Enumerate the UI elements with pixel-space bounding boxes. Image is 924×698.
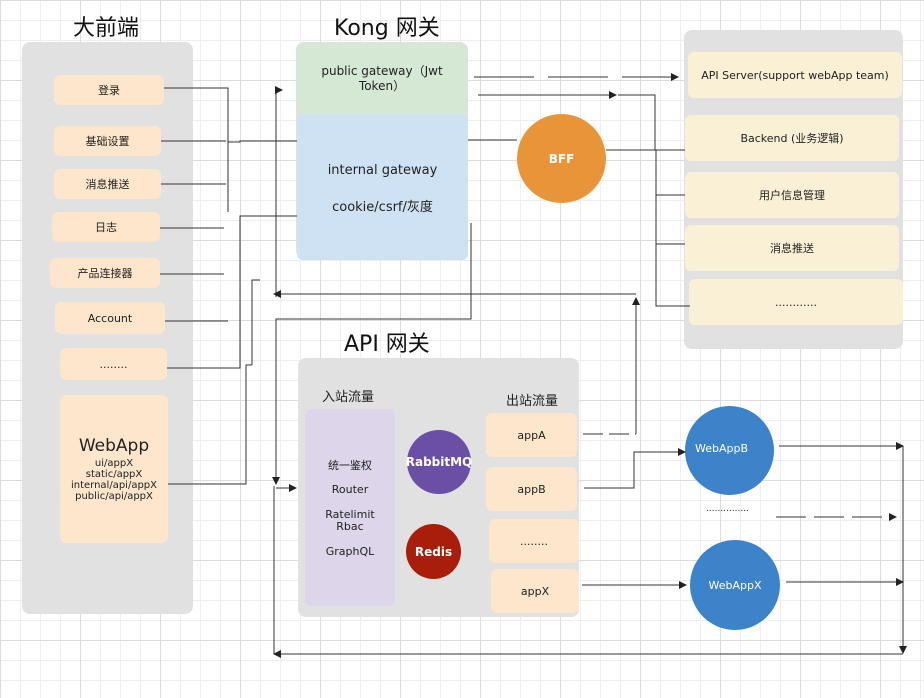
- webapps-dots: ...............: [706, 504, 749, 514]
- connector-line: [168, 364, 252, 485]
- outbound-item-appx[interactable]: appX: [491, 569, 579, 613]
- inbound-item-auth: 统一鉴权: [328, 459, 372, 472]
- outbound-item-appa[interactable]: appA: [486, 413, 577, 457]
- frontend-item-account[interactable]: Account: [55, 302, 165, 334]
- frontend-item-more[interactable]: ........: [60, 348, 167, 380]
- frontend-item-login[interactable]: 登录: [54, 75, 164, 105]
- internal-gateway-label: internal gateway: [327, 163, 438, 178]
- webapp-box[interactable]: WebApp ui/appX static/appX internal/api/…: [60, 395, 168, 543]
- public-gateway-label: public gateway（Jwt Token）: [321, 64, 443, 93]
- backend-item-more[interactable]: ............: [689, 279, 903, 325]
- redis-circle[interactable]: Redis: [406, 524, 461, 579]
- webapp-line: ui/appX: [94, 458, 134, 469]
- backend-item-api-server[interactable]: API Server(support webApp team): [688, 52, 902, 98]
- backend-item-user-info[interactable]: 用户信息管理: [685, 172, 899, 218]
- frontend-item-log[interactable]: 日志: [52, 212, 160, 242]
- webapp-line: static/appX: [85, 469, 143, 480]
- webappb-label: WebAppB: [694, 442, 749, 455]
- webappx-label: WebAppX: [708, 578, 762, 592]
- webappb-circle[interactable]: WebAppB: [685, 406, 774, 495]
- webapp-title: WebApp: [78, 436, 150, 456]
- frontend-item-message-push[interactable]: 消息推送: [54, 169, 161, 199]
- rabbitmq-circle[interactable]: RabbitMQ: [406, 430, 472, 494]
- frontend-item-product-connector[interactable]: 产品连接器: [50, 258, 160, 288]
- outbound-title: 出站流量: [506, 394, 559, 409]
- connector-line: [584, 448, 686, 489]
- inbound-item-rbac: Rbac: [336, 520, 364, 533]
- inbound-item-router: Router: [331, 483, 369, 496]
- connector-line: [164, 87, 229, 212]
- api-gateway-title: API 网关: [344, 332, 430, 357]
- outbound-item-appb[interactable]: appB: [486, 467, 577, 511]
- frontend-item-basic-settings[interactable]: 基础设置: [54, 126, 161, 156]
- webapp-line: public/api/appX: [75, 491, 153, 502]
- internal-gateway-sub: cookie/csrf/灰度: [332, 200, 433, 215]
- connector-line: [251, 279, 260, 365]
- kong-title: Kong 网关: [334, 16, 440, 41]
- connector-line: [228, 140, 297, 143]
- inbound-panel: 统一鉴权 Router Ratelimit Rbac GraphQL: [305, 409, 395, 606]
- public-gateway-box[interactable]: public gateway（Jwt Token）: [296, 44, 468, 114]
- connector-line: [618, 94, 656, 150]
- backend-item-message-push[interactable]: 消息推送: [685, 225, 899, 271]
- bff-circle[interactable]: BFF: [517, 114, 606, 203]
- webappx-circle[interactable]: WebAppX: [690, 540, 780, 630]
- connector-line: [275, 86, 283, 297]
- connector-line: [167, 215, 297, 369]
- inbound-item-graphql: GraphQL: [325, 545, 375, 558]
- internal-gateway-box[interactable]: internal gateway cookie/csrf/灰度: [297, 114, 468, 260]
- connector-line: [655, 150, 690, 307]
- frontend-title: 大前端: [73, 16, 140, 41]
- webapp-line: internal/api/appX: [70, 480, 158, 491]
- inbound-title: 入站流量: [322, 390, 375, 405]
- backend-item-backend[interactable]: Backend (业务逻辑): [685, 115, 899, 161]
- connector-line: [272, 223, 472, 485]
- inbound-item-ratelimit: Ratelimit: [325, 508, 375, 521]
- outbound-item-more[interactable]: ........: [489, 519, 579, 563]
